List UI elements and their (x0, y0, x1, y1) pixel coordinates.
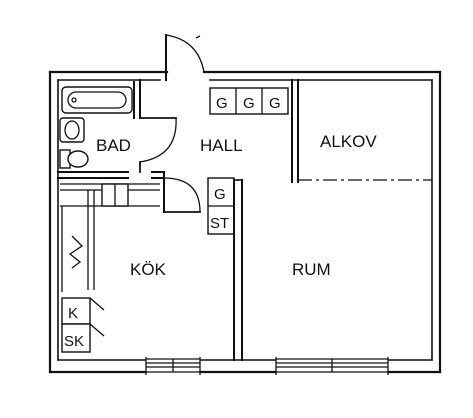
room-label-bad: BAD (96, 136, 131, 155)
room-label-kok: KÖK (130, 260, 167, 279)
partition-wall (233, 179, 243, 361)
closet-label-2: G (243, 95, 255, 112)
hall-side-closet: G ST (207, 177, 235, 235)
toilet (59, 149, 89, 169)
closet-label-1: G (216, 95, 228, 112)
exterior-walls (48, 70, 442, 374)
closet-label-g: G (214, 186, 226, 203)
bathroom-walls (57, 79, 165, 213)
bathroom-door (139, 117, 177, 173)
living-room-window (275, 357, 389, 375)
closet-label-st: ST (210, 215, 229, 232)
bathroom-sink (59, 117, 85, 143)
freezer-label: SK (64, 333, 84, 350)
hall-closets: G G G (209, 87, 289, 115)
entrance-door (165, 34, 205, 81)
room-label-alkov: ALKOV (320, 132, 377, 151)
kitchen-window (145, 357, 201, 375)
alcove-walls (291, 79, 432, 183)
room-label-hall: HALL (200, 136, 243, 155)
bathtub (61, 86, 133, 114)
closet-label-3: G (269, 95, 281, 112)
fridge-label: K (68, 305, 78, 322)
kitchen-counter: K SK (60, 183, 160, 353)
kitchen-door (163, 177, 201, 213)
room-label-rum: RUM (292, 260, 331, 279)
